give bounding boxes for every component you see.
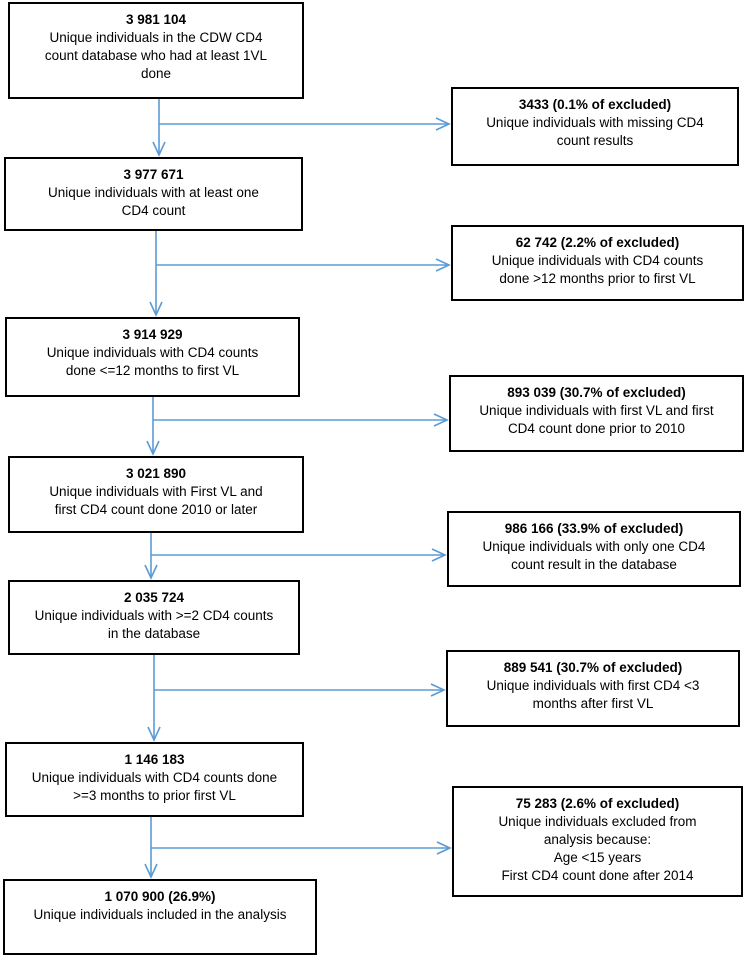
step-description-line: >=3 months to prior first VL (73, 788, 236, 803)
step-box-2: 3 977 671 Unique individuals with at lea… (4, 157, 303, 231)
exclusion-box-5: 889 541 (30.7% of excluded) Unique indiv… (446, 650, 740, 727)
step-box-6: 1 146 183 Unique individuals with CD4 co… (5, 742, 304, 817)
exclusion-description-line: count results (556, 133, 634, 148)
step-box-1: 3 981 104 Unique individuals in the CDW … (8, 2, 304, 99)
exclusion-description-line: Age <15 years (553, 850, 642, 865)
step-description-line: done <=12 months to first VL (65, 363, 240, 378)
exclusion-description-line: Unique individuals with CD4 counts (491, 253, 704, 268)
step-description-line: Unique individuals in the CDW CD4 (49, 30, 263, 45)
exclusion-description-line: Unique individuals with only one CD4 (482, 539, 706, 554)
step-description-line: in the database (107, 626, 201, 641)
step-description-line: count database who had at least 1VL (44, 48, 268, 63)
exclusion-description-line: CD4 count done prior to 2010 (507, 421, 686, 436)
step-description-line: Unique individuals with >=2 CD4 counts (34, 608, 274, 623)
step-description-line: Unique individuals with First VL and (49, 484, 263, 499)
exclusion-box-6: 75 283 (2.6% of excluded) Unique individ… (452, 786, 743, 897)
step-count: 3 021 890 (125, 466, 187, 481)
exclusion-box-4: 986 166 (33.9% of excluded) Unique indiv… (447, 511, 741, 587)
step-count: 3 977 671 (123, 167, 184, 182)
step-box-final: 1 070 900 (26.9%) Unique individuals inc… (3, 879, 317, 955)
exclusion-count: 3433 (0.1% of excluded) (518, 97, 672, 112)
exclusion-count: 893 039 (30.7% of excluded) (507, 385, 686, 400)
exclusion-count: 62 742 (2.2% of excluded) (515, 235, 680, 250)
exclusion-description-line: Unique individuals with first CD4 <3 (486, 678, 700, 693)
step-box-4: 3 021 890 Unique individuals with First … (8, 456, 304, 533)
exclusion-box-2: 62 742 (2.2% of excluded) Unique individ… (451, 225, 744, 301)
step-description-line: Unique individuals included in the analy… (33, 907, 287, 922)
exclusion-description-line: Unique individuals excluded from (498, 814, 697, 829)
exclusion-description-line: months after first VL (532, 696, 654, 711)
step-count: 1 146 183 (124, 752, 185, 767)
step-box-3: 3 914 929 Unique individuals with CD4 co… (5, 317, 300, 397)
exclusion-count: 889 541 (30.7% of excluded) (503, 660, 683, 675)
exclusion-box-3: 893 039 (30.7% of excluded) Unique indiv… (449, 375, 744, 452)
exclusion-description-line: First CD4 count done after 2014 (501, 868, 694, 883)
step-count: 2 035 724 (123, 590, 185, 605)
exclusion-count: 75 283 (2.6% of excluded) (515, 796, 680, 811)
step-description-line: Unique individuals with CD4 counts done (31, 770, 278, 785)
step-description-line: done (140, 66, 172, 81)
exclusion-description-line: analysis because: (543, 832, 652, 847)
exclusion-description-line: Unique individuals with first VL and fir… (479, 403, 714, 418)
step-count: 1 070 900 (26.9%) (104, 889, 216, 904)
step-description-line: first CD4 count done 2010 or later (54, 502, 258, 517)
step-count: 3 914 929 (122, 327, 183, 342)
exclusion-box-1: 3433 (0.1% of excluded) Unique individua… (451, 87, 739, 166)
step-description-line: CD4 count (121, 203, 186, 218)
step-box-5: 2 035 724 Unique individuals with >=2 CD… (8, 580, 300, 655)
exclusion-description-line: count result in the database (511, 557, 677, 572)
step-count: 3 981 104 (125, 12, 187, 27)
exclusion-count: 986 166 (33.9% of excluded) (504, 521, 684, 536)
step-description-line: Unique individuals with CD4 counts (46, 345, 259, 360)
step-description-line: Unique individuals with at least one (48, 185, 259, 200)
exclusion-description-line: Unique individuals with missing CD4 (486, 115, 704, 130)
exclusion-description-line: done >12 months prior to first VL (499, 271, 696, 286)
